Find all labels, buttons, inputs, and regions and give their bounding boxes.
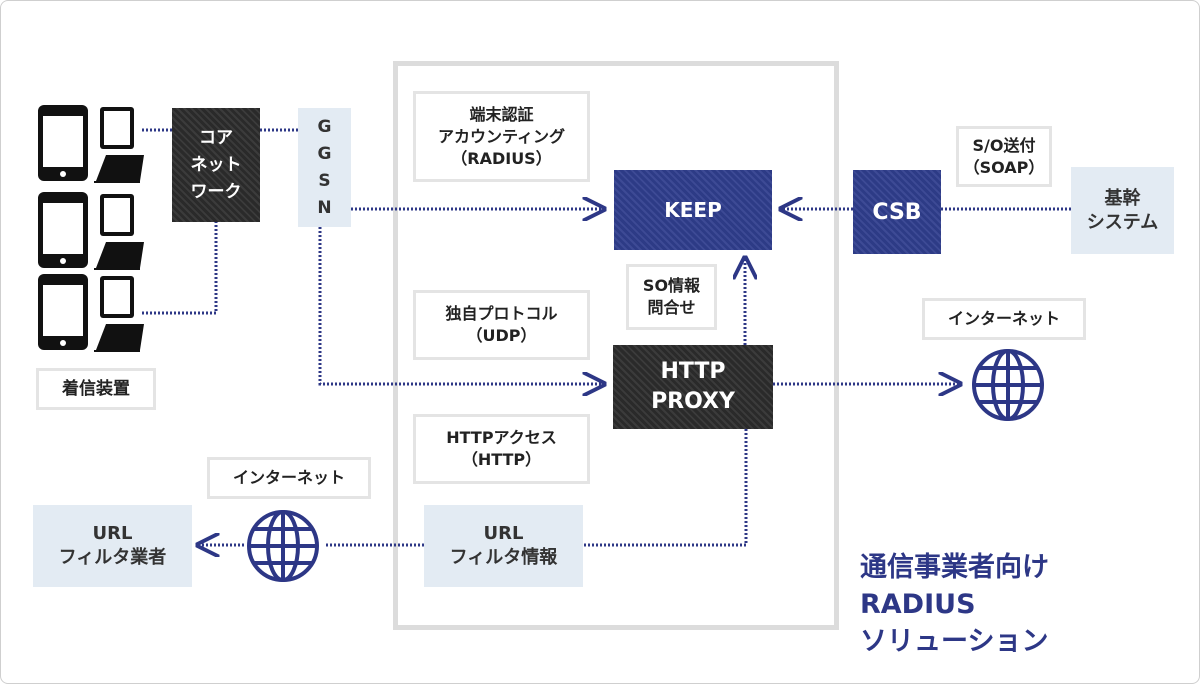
http-proxy-text: HTTP PROXY	[651, 359, 735, 414]
laptop-icon	[94, 155, 144, 183]
http-proxy-node: HTTP PROXY	[613, 345, 773, 429]
core-network-text: コア ネット ワーク	[190, 127, 242, 202]
core-system-node: 基幹 システム	[1071, 167, 1174, 254]
proprietary-protocol-label: 独自プロトコル （UDP）	[413, 290, 590, 360]
smartphone-icon	[38, 274, 88, 350]
url-filter-vendor-text: URL フィルタ業者	[58, 523, 167, 568]
device-group-2	[36, 190, 144, 276]
so-access-label: S/O送付 （SOAP）	[956, 126, 1052, 187]
line-ggsn-proxy	[318, 227, 604, 384]
device-group-3	[36, 272, 144, 358]
smartphone-icon	[38, 105, 88, 181]
solution-boundary	[393, 61, 839, 630]
terminal-auth-label: 端末認証 アカウンティング （RADIUS）	[413, 91, 590, 182]
tablet-icon	[100, 276, 134, 318]
laptop-icon	[94, 242, 144, 270]
internet-left-text: インターネット	[232, 468, 345, 487]
so-inquiry-label: SO情報 問合せ	[626, 264, 717, 330]
terminal-auth-text: 端末認証 アカウンティング （RADIUS）	[437, 104, 566, 168]
ggsn-text: G G S N	[317, 116, 332, 218]
http-access-text: HTTPアクセス （HTTP）	[446, 428, 557, 469]
so-inquiry-text: SO情報 問合せ	[642, 276, 701, 317]
csb-node: CSB	[853, 170, 941, 254]
internet-right-label: インターネット	[922, 298, 1086, 340]
url-filter-vendor-node: URL フィルタ業者	[33, 505, 192, 587]
internet-right-text: インターネット	[947, 309, 1060, 328]
url-filter-info-text: URL フィルタ情報	[449, 523, 558, 568]
internet-left-label: インターネット	[207, 457, 371, 499]
csb-text: CSB	[872, 199, 922, 225]
tablet-icon	[100, 194, 134, 236]
keep-node: KEEP	[614, 170, 772, 250]
core-system-text: 基幹 システム	[1086, 187, 1159, 233]
laptop-icon	[94, 324, 144, 352]
ggsn-node: G G S N	[298, 108, 351, 227]
line-devices-core-bottom	[142, 222, 218, 315]
core-network-node: コア ネット ワーク	[172, 108, 260, 222]
line-proxy-filter	[583, 429, 748, 547]
solution-title-text: 通信事業者向け RADIUS ソリューション	[860, 552, 1049, 657]
so-access-text: S/O送付 （SOAP）	[963, 135, 1045, 177]
globe-icon	[245, 508, 321, 588]
http-access-label: HTTPアクセス （HTTP）	[413, 414, 590, 484]
url-filter-info-node: URL フィルタ情報	[424, 505, 583, 587]
globe-icon	[970, 347, 1046, 427]
smartphone-icon	[38, 192, 88, 268]
devices-text: 着信装置	[62, 379, 130, 399]
tablet-icon	[100, 107, 134, 149]
proprietary-protocol-text: 独自プロトコル （UDP）	[445, 304, 558, 345]
devices-label: 着信装置	[36, 368, 156, 410]
device-group-1	[36, 103, 144, 189]
solution-title: 通信事業者向け RADIUS ソリューション	[860, 512, 1049, 660]
keep-text: KEEP	[664, 198, 722, 222]
